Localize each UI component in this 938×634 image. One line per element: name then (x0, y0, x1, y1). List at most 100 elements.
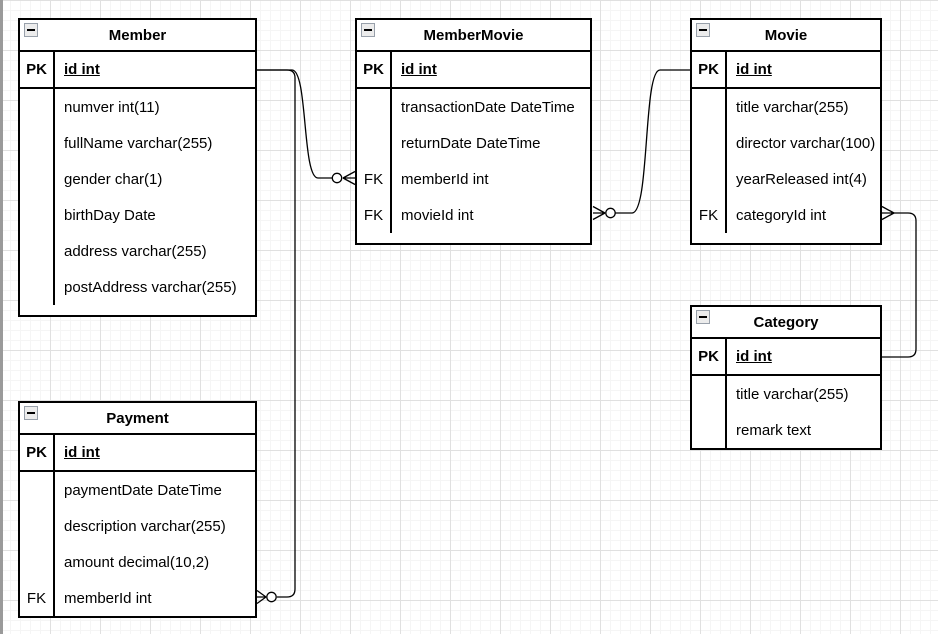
table-row[interactable]: PK id int (692, 339, 880, 376)
row-label: movieId int (401, 206, 474, 224)
table-row[interactable]: gender char(1) (20, 161, 255, 197)
row-key (692, 161, 727, 197)
row-label: amount decimal(10,2) (64, 553, 210, 571)
table-body: transactionDate DateTime returnDate Date… (357, 89, 590, 243)
table-title: Movie (764, 26, 808, 44)
table-row[interactable]: title varchar(255) (692, 89, 880, 125)
row-key (20, 161, 55, 197)
table-row[interactable]: returnDate DateTime (357, 125, 590, 161)
row-label: transactionDate DateTime (401, 98, 575, 116)
table-title: MemberMovie (423, 26, 524, 44)
row-label: id int (401, 61, 437, 78)
window-edge (0, 0, 3, 634)
row-key (357, 89, 392, 125)
table-row[interactable]: description varchar(255) (20, 508, 255, 544)
row-key: PK (692, 339, 727, 374)
row-label: title varchar(255) (736, 385, 849, 403)
row-label: id int (64, 444, 100, 461)
row-key: PK (20, 52, 55, 87)
table-row[interactable]: numver int(11) (20, 89, 255, 125)
row-label: memberId int (401, 170, 489, 188)
table-row[interactable]: title varchar(255) (692, 376, 880, 412)
table-row[interactable]: yearReleased int(4) (692, 161, 880, 197)
row-key: FK (20, 580, 55, 616)
row-label: categoryId int (736, 206, 827, 224)
table-row[interactable]: FK movieId int (357, 197, 590, 233)
entity-table-membermovie[interactable]: MemberMovie PK id int transactionDate Da… (355, 18, 592, 245)
table-row[interactable]: PK id int (20, 435, 255, 472)
table-row[interactable]: remark text (692, 412, 880, 448)
row-key (20, 508, 55, 544)
collapse-icon[interactable] (24, 23, 38, 37)
row-label: fullName varchar(255) (64, 134, 213, 152)
row-label: numver int(11) (64, 98, 160, 116)
table-title: Member (108, 26, 167, 44)
row-label: director varchar(100) (736, 134, 876, 152)
table-row[interactable]: PK id int (20, 52, 255, 89)
edge-movie-category[interactable] (881, 205, 917, 358)
row-key (20, 125, 55, 161)
row-label: memberId int (64, 589, 152, 607)
row-label: id int (736, 348, 772, 365)
table-row[interactable]: fullName varchar(255) (20, 125, 255, 161)
table-row[interactable]: postAddress varchar(255) (20, 269, 255, 305)
entity-table-member[interactable]: Member PK id int numver int(11) fullName… (18, 18, 257, 317)
row-key (692, 376, 727, 412)
entity-table-category[interactable]: Category PK id int title varchar(255) re… (690, 305, 882, 450)
table-header: Member (20, 20, 255, 52)
table-header: Movie (692, 20, 880, 52)
table-body: title varchar(255) director varchar(100)… (692, 89, 880, 243)
edge-member-membermovie[interactable] (257, 69, 356, 186)
table-row[interactable]: PK id int (692, 52, 880, 89)
row-label: yearReleased int(4) (736, 170, 867, 188)
row-key: PK (20, 435, 55, 470)
table-header: Payment (20, 403, 255, 435)
collapse-icon[interactable] (696, 310, 710, 324)
row-label: gender char(1) (64, 170, 163, 188)
row-key: FK (692, 197, 727, 233)
table-row[interactable]: transactionDate DateTime (357, 89, 590, 125)
row-label: id int (64, 61, 100, 78)
row-label: title varchar(255) (736, 98, 849, 116)
row-key (357, 125, 392, 161)
table-header: MemberMovie (357, 20, 590, 52)
table-row[interactable]: PK id int (357, 52, 590, 89)
row-key (20, 233, 55, 269)
table-body: paymentDate DateTime description varchar… (20, 472, 255, 616)
row-key (20, 472, 55, 508)
row-key: FK (357, 197, 392, 233)
row-label: birthDay Date (64, 206, 156, 224)
row-key: FK (357, 161, 392, 197)
table-header: Category (692, 307, 880, 339)
table-row[interactable]: amount decimal(10,2) (20, 544, 255, 580)
row-key: PK (692, 52, 727, 87)
row-label: id int (736, 61, 772, 78)
table-row[interactable]: FK memberId int (357, 161, 590, 197)
entity-table-movie[interactable]: Movie PK id int title varchar(255) direc… (690, 18, 882, 245)
row-key (20, 269, 55, 305)
entity-table-payment[interactable]: Payment PK id int paymentDate DateTime d… (18, 401, 257, 618)
collapse-icon[interactable] (696, 23, 710, 37)
collapse-icon[interactable] (24, 406, 38, 420)
row-label: returnDate DateTime (401, 134, 541, 152)
table-row[interactable]: FK categoryId int (692, 197, 880, 233)
row-label: postAddress varchar(255) (64, 278, 237, 296)
table-row[interactable]: address varchar(255) (20, 233, 255, 269)
edge-member-payment[interactable] (256, 69, 296, 605)
table-row[interactable]: paymentDate DateTime (20, 472, 255, 508)
table-row[interactable]: director varchar(100) (692, 125, 880, 161)
edge-membermovie-movie[interactable] (592, 69, 690, 221)
table-title: Payment (106, 409, 169, 427)
table-row[interactable]: birthDay Date (20, 197, 255, 233)
row-label: description varchar(255) (64, 517, 226, 535)
row-key (20, 197, 55, 233)
row-label: address varchar(255) (64, 242, 207, 260)
row-key (20, 89, 55, 125)
table-row[interactable]: FK memberId int (20, 580, 255, 616)
collapse-icon[interactable] (361, 23, 375, 37)
row-key: PK (357, 52, 392, 87)
row-label: paymentDate DateTime (64, 481, 222, 499)
row-label: remark text (736, 421, 812, 439)
